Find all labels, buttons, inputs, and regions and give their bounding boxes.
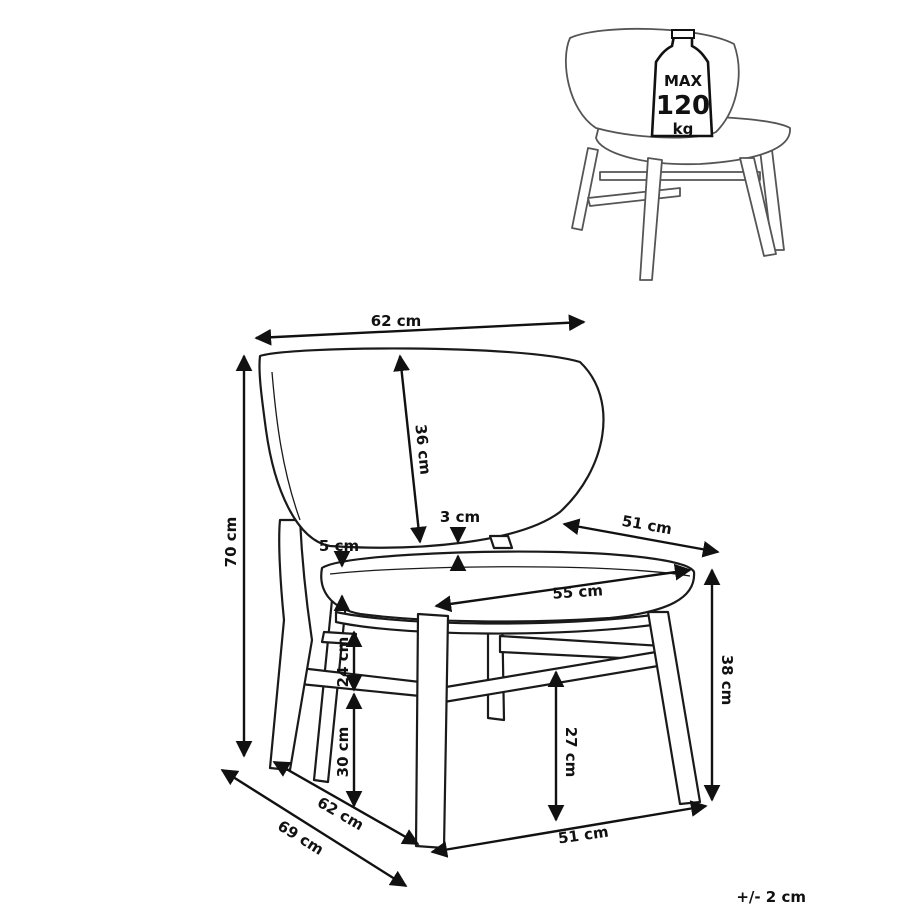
label-seat-depth: 51 cm: [620, 512, 673, 539]
tolerance-note: +/- 2 cm: [736, 888, 806, 906]
dim-line-base-width: [430, 800, 708, 858]
weight-max-label: MAX: [664, 72, 703, 90]
main-chair-illustration: [258, 347, 702, 850]
dim-line-seat-width: [434, 563, 692, 613]
label-width-top: 62 cm: [371, 312, 422, 330]
dim-line-seat-depth: [562, 518, 720, 558]
weight-value: 120: [656, 91, 710, 121]
label-seat-height: 38 cm: [718, 655, 736, 706]
label-stretcher-left: 30 cm: [334, 727, 352, 778]
label-stretcher-front: 27 cm: [562, 727, 580, 778]
weight-bottle-icon: [650, 34, 714, 138]
dim-line-backrest-height: [393, 354, 427, 544]
dim-line-width-top: [254, 314, 586, 346]
label-leg-gap: 24 cm: [334, 637, 352, 688]
label-overall-depth: 69 cm: [274, 817, 326, 859]
dim-line-overall-depth: [220, 768, 408, 888]
label-backrest-thickness: 3 cm: [440, 508, 480, 526]
label-base-width: 51 cm: [557, 823, 610, 848]
label-backrest-height: 36 cm: [411, 423, 434, 475]
label-cushion-thickness: 5 cm: [319, 537, 359, 555]
label-seat-width: 55 cm: [552, 581, 604, 602]
label-total-height: 70 cm: [222, 517, 240, 568]
dimension-lines: [220, 314, 721, 888]
weight-unit: kg: [673, 120, 694, 138]
reference-chair-illustration: MAX 120 kg: [564, 27, 791, 281]
